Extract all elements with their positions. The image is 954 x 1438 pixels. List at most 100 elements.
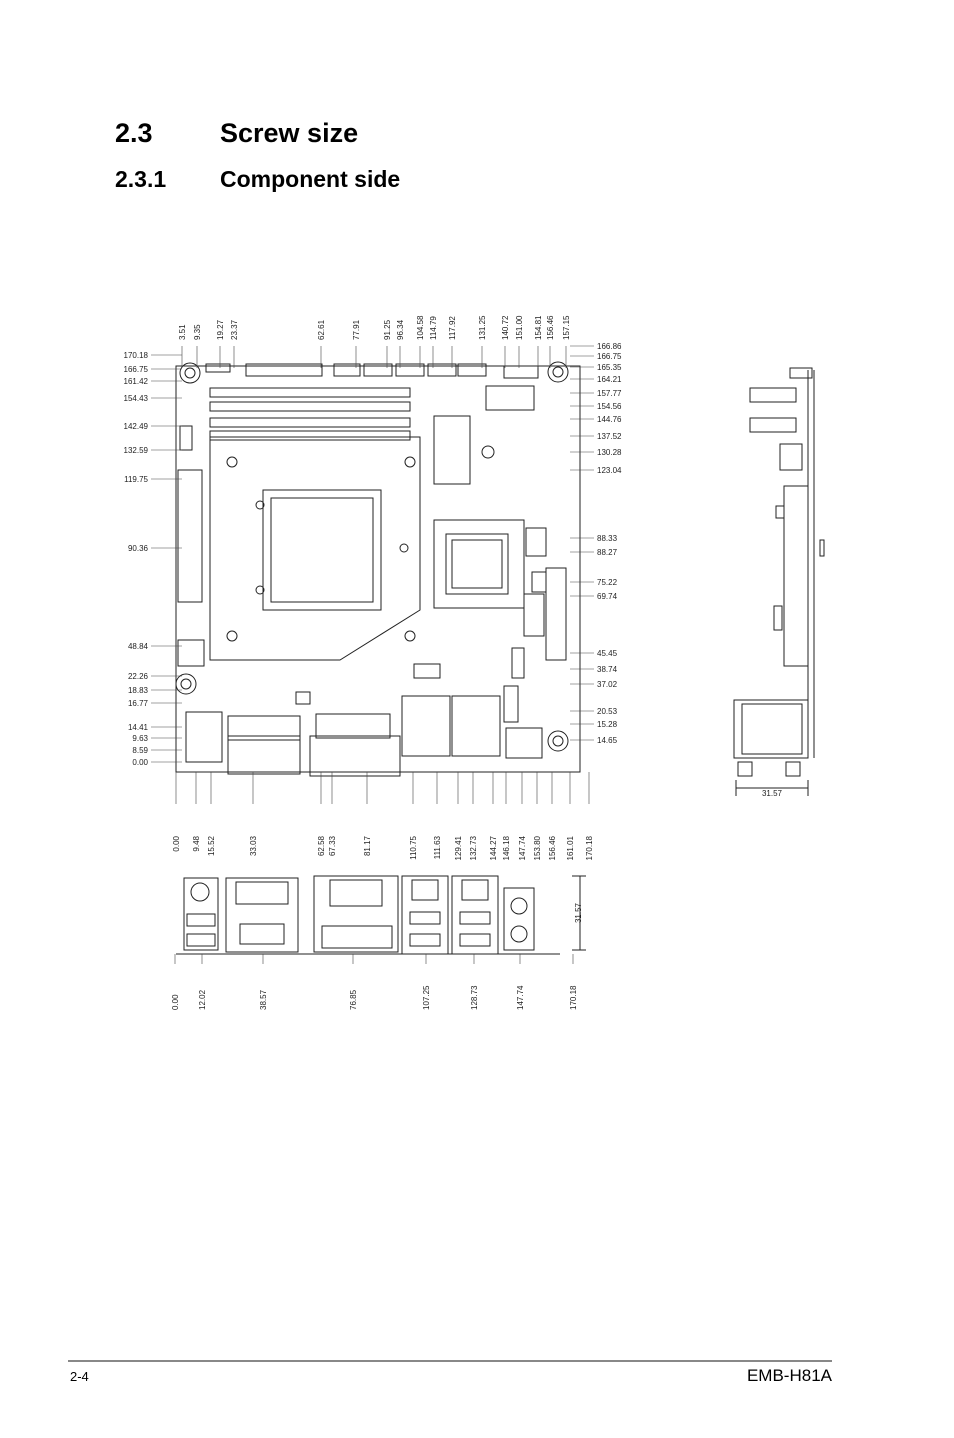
right-dimension-label: 157.77 bbox=[597, 389, 622, 398]
bottom-dimension-label: 62.58 bbox=[317, 835, 326, 856]
dimm-slots bbox=[209, 387, 411, 441]
bottom-dimension-label: 129.41 bbox=[454, 835, 463, 860]
top-dimension-label: 131.25 bbox=[478, 315, 487, 340]
top-dimension-label: 154.81 bbox=[534, 315, 543, 340]
rear-io-top bbox=[185, 695, 543, 777]
left-dimension-label: 14.41 bbox=[128, 723, 149, 732]
bottom-dimension-label: 67.33 bbox=[328, 835, 337, 856]
left-dimension-label: 22.26 bbox=[128, 672, 149, 681]
top-dimension-label: 151.00 bbox=[515, 315, 524, 340]
right-dimension-label: 15.28 bbox=[597, 720, 618, 729]
bottom-dimension-label: 146.18 bbox=[502, 835, 511, 860]
io-panel bbox=[176, 875, 586, 955]
right-dimension-label: 20.53 bbox=[597, 707, 618, 716]
product-name: EMB-H81A bbox=[746, 1366, 832, 1385]
left-dimension-label: 170.18 bbox=[124, 351, 149, 360]
left-dimension-label: 8.59 bbox=[132, 746, 148, 755]
left-dimension-label: 9.63 bbox=[132, 734, 148, 743]
section-title: Screw size bbox=[220, 118, 359, 148]
right-dimension-label: 88.33 bbox=[597, 534, 618, 543]
bottom-dimension-label: 81.17 bbox=[363, 835, 372, 856]
right-dimension-label: 45.45 bbox=[597, 649, 618, 658]
top-dimension-label: 117.92 bbox=[448, 316, 457, 340]
bottom-dimension-label: 0.00 bbox=[172, 835, 181, 851]
section-heading: 2.3 Screw size bbox=[115, 118, 515, 158]
bottom-dimension-label: 15.52 bbox=[207, 835, 216, 856]
bottom-dimension-label: 9.48 bbox=[192, 835, 201, 851]
io-dimension-label: 128.73 bbox=[470, 985, 479, 1010]
side-height-label: 31.57 bbox=[762, 789, 783, 798]
right-dimension-label: 164.21 bbox=[597, 375, 622, 384]
side-view bbox=[733, 367, 825, 796]
page-number: 2-4 bbox=[70, 1369, 89, 1384]
top-dimension-label: 140.72 bbox=[501, 315, 510, 340]
bottom-dimension-label: 144.27 bbox=[489, 835, 498, 860]
top-dimension-label: 9.35 bbox=[193, 324, 202, 340]
right-dimension-label: 14.65 bbox=[597, 736, 618, 745]
bottom-dimension-label: 161.01 bbox=[566, 835, 575, 860]
right-dimension-label: 69.74 bbox=[597, 592, 618, 601]
bottom-dimension-label: 153.80 bbox=[533, 835, 542, 860]
right-dimension-label: 75.22 bbox=[597, 578, 618, 587]
right-dimension-label: 166.86 bbox=[597, 342, 622, 351]
left-dimension-label: 18.83 bbox=[128, 686, 149, 695]
io-dimension-label: 12.02 bbox=[198, 989, 207, 1010]
left-dimension-label: 154.43 bbox=[124, 394, 149, 403]
io-dimension-label: 147.74 bbox=[516, 985, 525, 1010]
bottom-dimension-label: 111.63 bbox=[433, 835, 442, 859]
right-dimension-label: 123.04 bbox=[597, 466, 622, 475]
subsection-heading: 2.3.1 Component side bbox=[115, 166, 515, 200]
subsection-number: 2.3.1 bbox=[115, 166, 167, 192]
right-dimension-label: 154.56 bbox=[597, 402, 622, 411]
top-dimension-label: 96.34 bbox=[396, 319, 405, 340]
top-dimension-label: 114.79 bbox=[429, 316, 438, 340]
left-dimension-label: 161.42 bbox=[124, 377, 149, 386]
top-headers bbox=[205, 363, 539, 411]
io-dimension-label: 76.85 bbox=[349, 989, 358, 1010]
top-dimension-label: 23.37 bbox=[230, 319, 239, 340]
bottom-dimension-label: 156.46 bbox=[548, 835, 557, 860]
top-dimension-label: 3.51 bbox=[178, 324, 187, 340]
bottom-dimension-label: 132.73 bbox=[469, 835, 478, 860]
subsection-title: Component side bbox=[220, 166, 401, 192]
right-dimension-label: 130.28 bbox=[597, 448, 622, 457]
top-dimension-label: 77.91 bbox=[352, 319, 361, 340]
left-dimension-label: 48.84 bbox=[128, 642, 149, 651]
right-components bbox=[413, 415, 567, 723]
left-dimension-label: 166.75 bbox=[124, 365, 149, 374]
right-dimension-label: 165.35 bbox=[597, 363, 622, 372]
top-dimension-label: 91.25 bbox=[383, 319, 392, 340]
right-dimension-label: 88.27 bbox=[597, 548, 618, 557]
chipset bbox=[433, 445, 525, 609]
left-components bbox=[177, 425, 311, 705]
top-dimension-label: 62.61 bbox=[317, 319, 326, 340]
right-dimension-label: 37.02 bbox=[597, 680, 618, 689]
top-dimension-label: 19.27 bbox=[216, 319, 225, 340]
left-dimension-label: 16.77 bbox=[128, 699, 149, 708]
io-dimension-label: 170.18 bbox=[569, 985, 578, 1010]
io-height-label: 31.57 bbox=[574, 902, 583, 923]
io-dimension-label: 38.57 bbox=[259, 989, 268, 1010]
left-dimension-label: 142.49 bbox=[124, 422, 149, 431]
bottom-dimension-label: 33.03 bbox=[249, 835, 258, 856]
board-outline bbox=[175, 361, 581, 773]
top-dimension-label: 104.58 bbox=[416, 315, 425, 340]
left-dimension-label: 119.75 bbox=[124, 475, 148, 484]
io-dimension-label: 107.25 bbox=[422, 985, 431, 1010]
cpu-socket bbox=[209, 436, 421, 661]
board-drawing: 3.51 9.35 19.27 23.37 62.61 77.91 91.25 96.34 10… bbox=[124, 315, 825, 1010]
bottom-dimension-label: 147.74 bbox=[518, 835, 527, 860]
right-dimension-label: 144.76 bbox=[597, 415, 622, 424]
section-number: 2.3 bbox=[115, 118, 153, 148]
right-dimension-label: 38.74 bbox=[597, 665, 618, 674]
footer-rule bbox=[68, 1360, 832, 1362]
right-dimension-label: 137.52 bbox=[597, 432, 622, 441]
top-dimension-label: 156.46 bbox=[546, 315, 555, 340]
left-dimension-label: 0.00 bbox=[132, 758, 148, 767]
bottom-dimension-label: 170.18 bbox=[585, 835, 594, 860]
dimension-layer: 3.51 9.35 19.27 23.37 62.61 77.91 91.25 96.34 10… bbox=[124, 315, 783, 1010]
left-dimension-label: 90.36 bbox=[128, 544, 149, 553]
right-dimension-label: 166.75 bbox=[597, 352, 622, 361]
io-dimension-label: 0.00 bbox=[171, 994, 180, 1010]
bottom-dimension-label: 110.75 bbox=[409, 835, 418, 859]
